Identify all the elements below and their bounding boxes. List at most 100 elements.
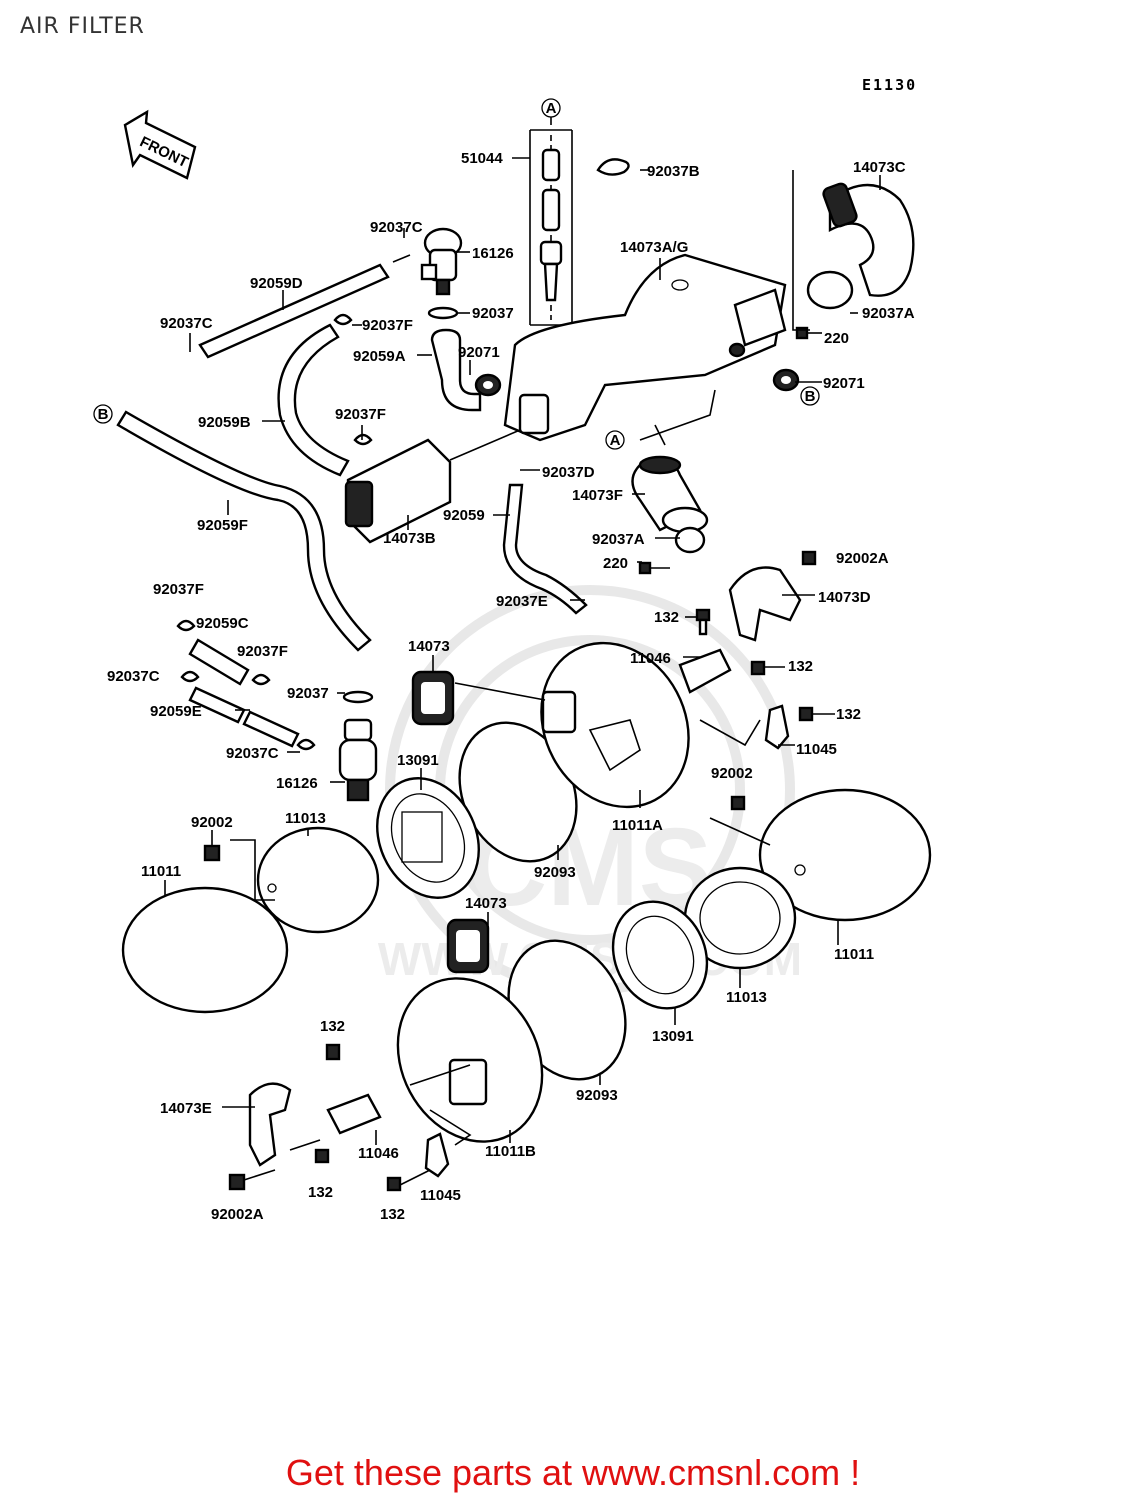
part-label: 92002 — [191, 814, 233, 831]
part-label: 51044 — [461, 150, 503, 167]
clip-92037c-low — [180, 670, 200, 683]
bolt-132-f — [386, 1176, 402, 1192]
part-label: 11013 — [726, 989, 767, 1006]
part-label: 92037C — [226, 745, 279, 762]
part-label: 14073B — [383, 530, 436, 547]
bracket-11046-low — [326, 1093, 382, 1135]
clamp-92037a-mid — [674, 526, 706, 554]
part-label: 11011B — [485, 1143, 536, 1160]
part-label: 92037B — [647, 163, 700, 180]
duct-14073b — [344, 438, 452, 544]
cover-11011-left — [121, 886, 289, 1014]
part-label: 13091 — [652, 1028, 694, 1045]
connector-b-left: B — [93, 404, 113, 424]
part-label: 14073 — [465, 895, 507, 912]
part-label: 92037F — [237, 643, 288, 660]
part-label: 92059C — [196, 615, 249, 632]
part-label: 11011 — [141, 863, 181, 880]
bracket-11046-top — [678, 648, 732, 694]
bolt-92002a-top — [801, 550, 817, 566]
part-label: 14073D — [818, 589, 871, 606]
screw-220-top — [795, 326, 822, 340]
bolt-132-a — [695, 608, 711, 636]
valve-16126-top — [420, 227, 463, 296]
part-label: 92037C — [160, 315, 213, 332]
part-label: 92002A — [211, 1206, 264, 1223]
part-label: 132 — [836, 706, 861, 723]
part-label: 11011 — [834, 946, 874, 963]
part-label: 14073C — [853, 159, 906, 176]
part-label: 132 — [320, 1018, 345, 1035]
clip-92037c-low2 — [296, 738, 316, 751]
part-label: 11045 — [796, 741, 837, 758]
connector-b-right: B — [800, 386, 820, 406]
part-label: 11046 — [630, 650, 671, 667]
part-label: 92059F — [197, 517, 248, 534]
part-label: 11013 — [285, 810, 326, 827]
bolt-132-e — [314, 1148, 330, 1164]
element-13091-top — [376, 777, 480, 899]
part-label: 13091 — [397, 752, 439, 769]
part-label: 92059B — [198, 414, 251, 431]
part-label: 92059A — [353, 348, 406, 365]
part-label: 92037F — [362, 317, 413, 334]
part-label: 14073E — [160, 1100, 212, 1117]
hose-92059f — [116, 410, 372, 652]
hose-92059d — [198, 263, 390, 359]
clip-92037f-low2 — [251, 673, 271, 686]
valve-assembly-51044 — [529, 117, 573, 326]
bolt-132-d — [325, 1043, 341, 1061]
part-label: 92093 — [576, 1087, 618, 1104]
diagram-code: E1130 — [862, 76, 918, 94]
part-label: 92059 — [443, 507, 485, 524]
case-11011a — [540, 641, 690, 809]
bolt-132-c — [798, 706, 814, 722]
clip-92037f-mid — [353, 433, 373, 446]
filter-11013-top — [256, 826, 380, 934]
part-label: 92037 — [287, 685, 329, 702]
bracket-14073e — [248, 1082, 292, 1167]
part-label: 92037E — [496, 593, 548, 610]
part-label: 92037C — [107, 668, 160, 685]
hose-92059a — [430, 328, 482, 412]
part-label: 14073F — [572, 487, 623, 504]
footer-link[interactable]: Get these parts at www.cmsnl.com ! — [285, 1452, 861, 1493]
part-label: 11011A — [612, 817, 663, 834]
bolt-92002-right — [730, 795, 746, 811]
part-label: 132 — [380, 1206, 405, 1223]
connector-a-top: A — [541, 98, 561, 118]
grommet-92071-right — [772, 368, 800, 392]
clip-92037f-low — [176, 619, 196, 632]
hose-92059e — [188, 686, 246, 724]
bracket-11045-top — [764, 704, 790, 750]
part-label: 132 — [788, 658, 813, 675]
page-title: AIR FILTER — [20, 14, 145, 39]
part-label: 220 — [603, 555, 628, 572]
svg-text:B: B — [805, 388, 816, 405]
bolt-92002-left — [203, 844, 221, 862]
element-13091-low — [611, 900, 709, 1010]
part-label: 92071 — [458, 344, 500, 361]
part-label: 132 — [308, 1184, 333, 1201]
part-label: 92037A — [862, 305, 915, 322]
bolt-92002a-low — [228, 1173, 246, 1191]
part-label: 92002A — [836, 550, 889, 567]
part-label: 92037 — [472, 305, 514, 322]
cover-11011-right — [758, 788, 932, 922]
duct-14073c — [822, 182, 915, 297]
leader-lines — [164, 157, 881, 1186]
o-ring-92037 — [427, 306, 459, 320]
hose-92059b — [277, 323, 350, 477]
hose-92059c — [188, 638, 250, 686]
duct-14073f — [631, 455, 709, 534]
part-label: 92093 — [534, 864, 576, 881]
part-label: 14073A/G — [620, 239, 688, 256]
duct-14073ag — [503, 253, 787, 442]
part-label: 92071 — [823, 375, 865, 392]
clip-92037b — [596, 158, 630, 176]
part-label: 92037F — [335, 406, 386, 423]
part-label: 92037C — [370, 219, 423, 236]
svg-text:B: B — [98, 406, 109, 423]
part-label: 92037F — [153, 581, 204, 598]
bracket-11045-low — [424, 1132, 450, 1178]
